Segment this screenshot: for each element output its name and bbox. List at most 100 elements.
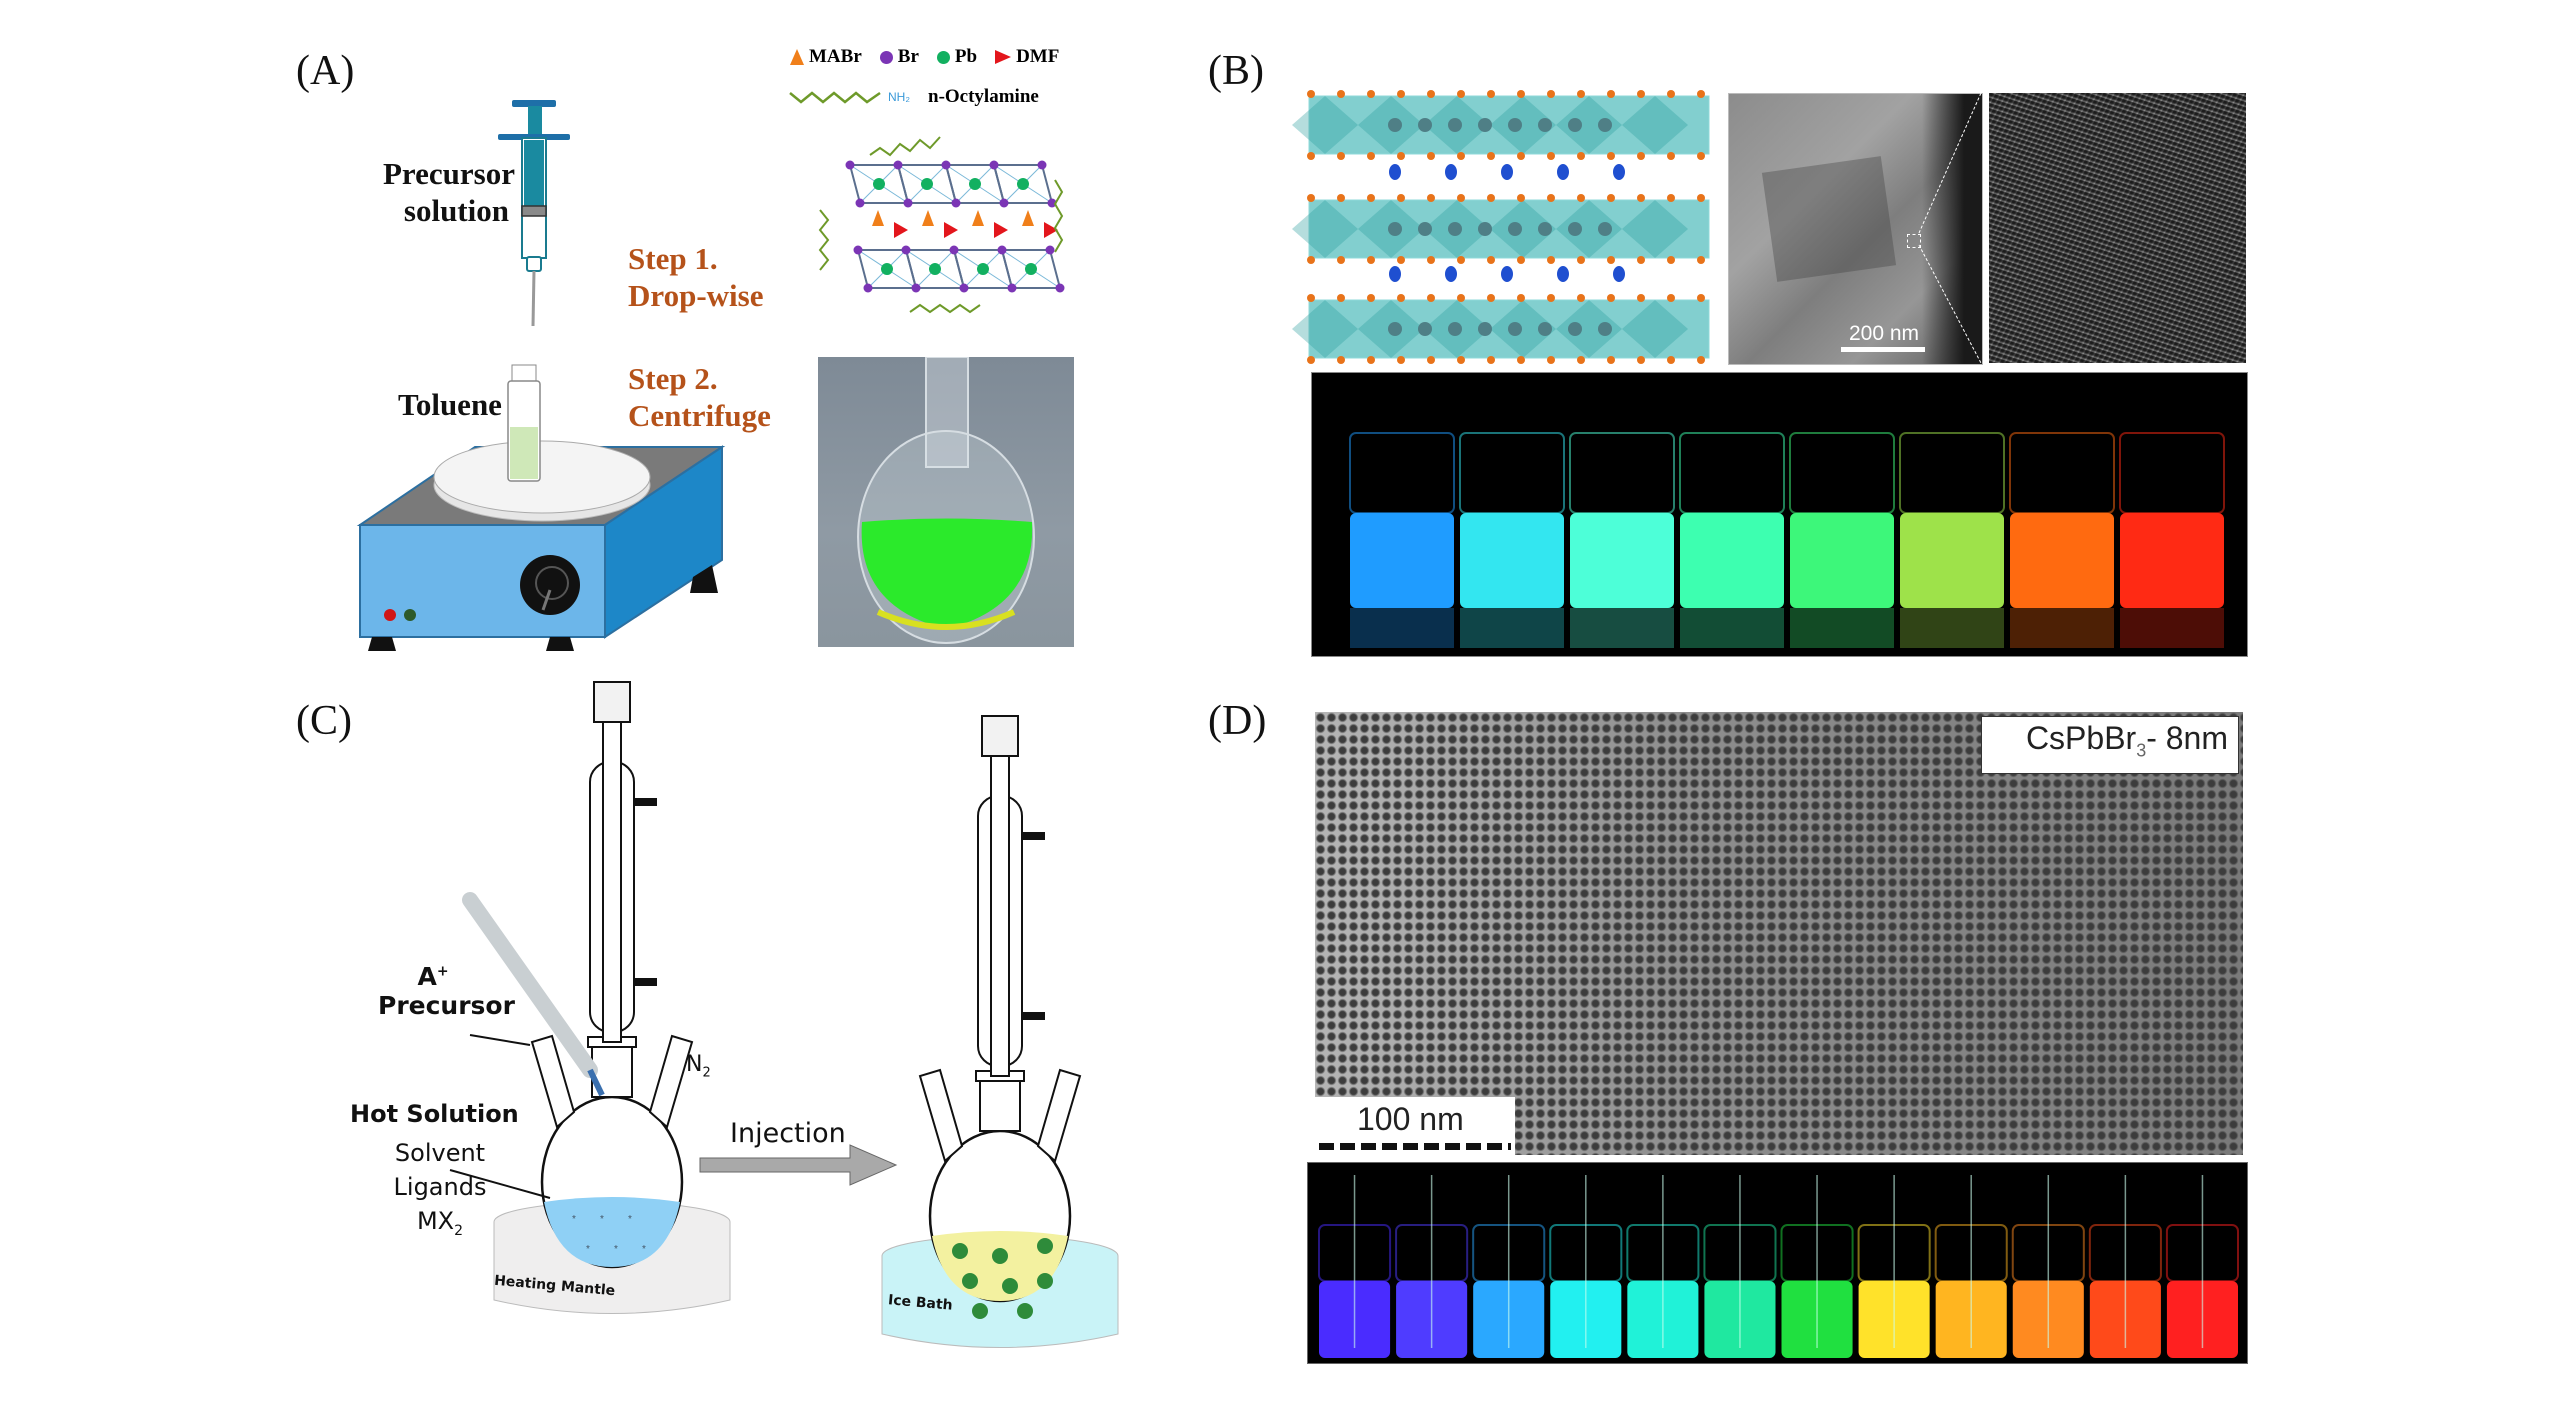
pb-atom — [1568, 222, 1582, 236]
halide-atom — [1487, 356, 1495, 364]
vial — [1780, 1175, 1854, 1358]
br-atom — [855, 198, 865, 208]
pb-atom — [969, 178, 981, 190]
halide-atom — [1577, 152, 1585, 160]
vial — [1899, 432, 2005, 648]
halide-atom — [1367, 152, 1375, 160]
br-atom — [893, 160, 903, 170]
pb-atom — [1448, 118, 1462, 132]
panel-label-c: (C) — [296, 698, 352, 744]
octylamine-chain — [869, 136, 941, 157]
halide-atom — [1337, 294, 1345, 302]
pb-atom — [1478, 322, 1492, 336]
halide-atom — [1697, 152, 1705, 160]
organic-cation — [1389, 266, 1401, 282]
vial-glass — [1789, 432, 1895, 514]
pb-atom — [1508, 118, 1522, 132]
halide-atom — [1607, 294, 1615, 302]
cation-charge: + — [436, 963, 449, 980]
halide-atom — [1307, 152, 1315, 160]
mabr-marker — [922, 210, 934, 226]
sample-formula-subscript: 3 — [2136, 740, 2147, 761]
octahedron — [1490, 96, 1556, 154]
pb-atom — [873, 178, 885, 190]
vial — [2119, 432, 2225, 648]
flask-neck-right — [648, 1034, 694, 1129]
condenser-joint — [979, 1075, 1021, 1132]
br-atom — [1037, 160, 1047, 170]
br-atom — [1045, 245, 1055, 255]
vial — [1857, 1175, 1931, 1358]
halide-atom — [1427, 294, 1435, 302]
halide-atom — [1517, 194, 1525, 202]
step2-line2: Centrifuge — [628, 398, 771, 433]
pb-atom — [1418, 222, 1432, 236]
br-atom — [853, 245, 863, 255]
vial-glass — [2009, 432, 2115, 514]
injection-syringe-label: A+ Precursor — [378, 962, 515, 1020]
syringe-label-line1: Precursor — [383, 156, 515, 191]
halide-atom — [1637, 256, 1645, 264]
solution-pointer-arrow — [449, 1169, 551, 1199]
dmf-marker — [894, 222, 908, 238]
cation-symbol: A — [417, 962, 437, 991]
tem-scale-bar-label: 200 nm — [1849, 322, 1920, 345]
br-atom — [903, 198, 913, 208]
halide-atom — [1517, 90, 1525, 98]
halide-atom — [1577, 294, 1585, 302]
pb-atom — [1478, 118, 1492, 132]
halide-atom — [1307, 194, 1315, 202]
br-atom — [959, 283, 969, 293]
pb-atom — [1448, 222, 1462, 236]
vial — [2088, 1175, 2162, 1358]
halide-atom — [1397, 294, 1405, 302]
halide-atom — [1367, 294, 1375, 302]
ligand-molecule: * — [572, 1214, 576, 1225]
pb-atom — [1508, 222, 1522, 236]
vial-reflection — [1680, 608, 1784, 648]
halide-atom — [1697, 356, 1705, 364]
legend-label: DMF — [1016, 46, 1060, 67]
ligand-molecule: * — [642, 1244, 646, 1255]
vial — [1549, 1175, 1623, 1358]
br-atom — [941, 160, 951, 170]
gas-subscript: 2 — [702, 1065, 711, 1081]
octahedron — [1292, 300, 1358, 358]
flask-neck-right — [1036, 1068, 1082, 1163]
halide-atom — [1667, 256, 1675, 264]
pb-atom — [1025, 263, 1037, 275]
nanocrystal — [972, 1303, 988, 1319]
halide-atom — [1517, 356, 1525, 364]
halide-atom — [1457, 294, 1465, 302]
octylamine-chain — [1053, 179, 1064, 253]
mabr-marker — [1022, 210, 1034, 226]
vial-reflection — [1900, 608, 2004, 648]
pb-atom — [921, 178, 933, 190]
ligand-molecule: * — [600, 1214, 604, 1225]
halide-atom — [1667, 294, 1675, 302]
flask-photo — [818, 357, 1074, 647]
halide-atom — [1697, 90, 1705, 98]
flask-liquid — [544, 1197, 680, 1267]
halide-atom — [1367, 356, 1375, 364]
vial-reflection — [1350, 608, 1454, 648]
br-atom — [951, 198, 961, 208]
halide-atom — [1607, 256, 1615, 264]
br-atom — [989, 160, 999, 170]
nanocrystal — [952, 1243, 968, 1259]
organic-cation — [1557, 266, 1569, 282]
vial-liquid — [2010, 513, 2114, 608]
zoom-region-box — [1907, 234, 1921, 248]
water-port — [634, 798, 657, 986]
pb-atom — [881, 263, 893, 275]
step1-text: Step 1. Drop-wise — [628, 240, 763, 314]
pb-atom — [929, 263, 941, 275]
step1-line2: Drop-wise — [628, 278, 764, 313]
br-atom — [845, 160, 855, 170]
pb-atom — [1538, 118, 1552, 132]
octahedron — [1622, 300, 1688, 358]
vial — [1459, 432, 1565, 648]
component-solvent: Solvent — [394, 1139, 486, 1167]
vial-glass — [1569, 432, 1675, 514]
hrtem-lattice-image — [1989, 93, 2246, 363]
